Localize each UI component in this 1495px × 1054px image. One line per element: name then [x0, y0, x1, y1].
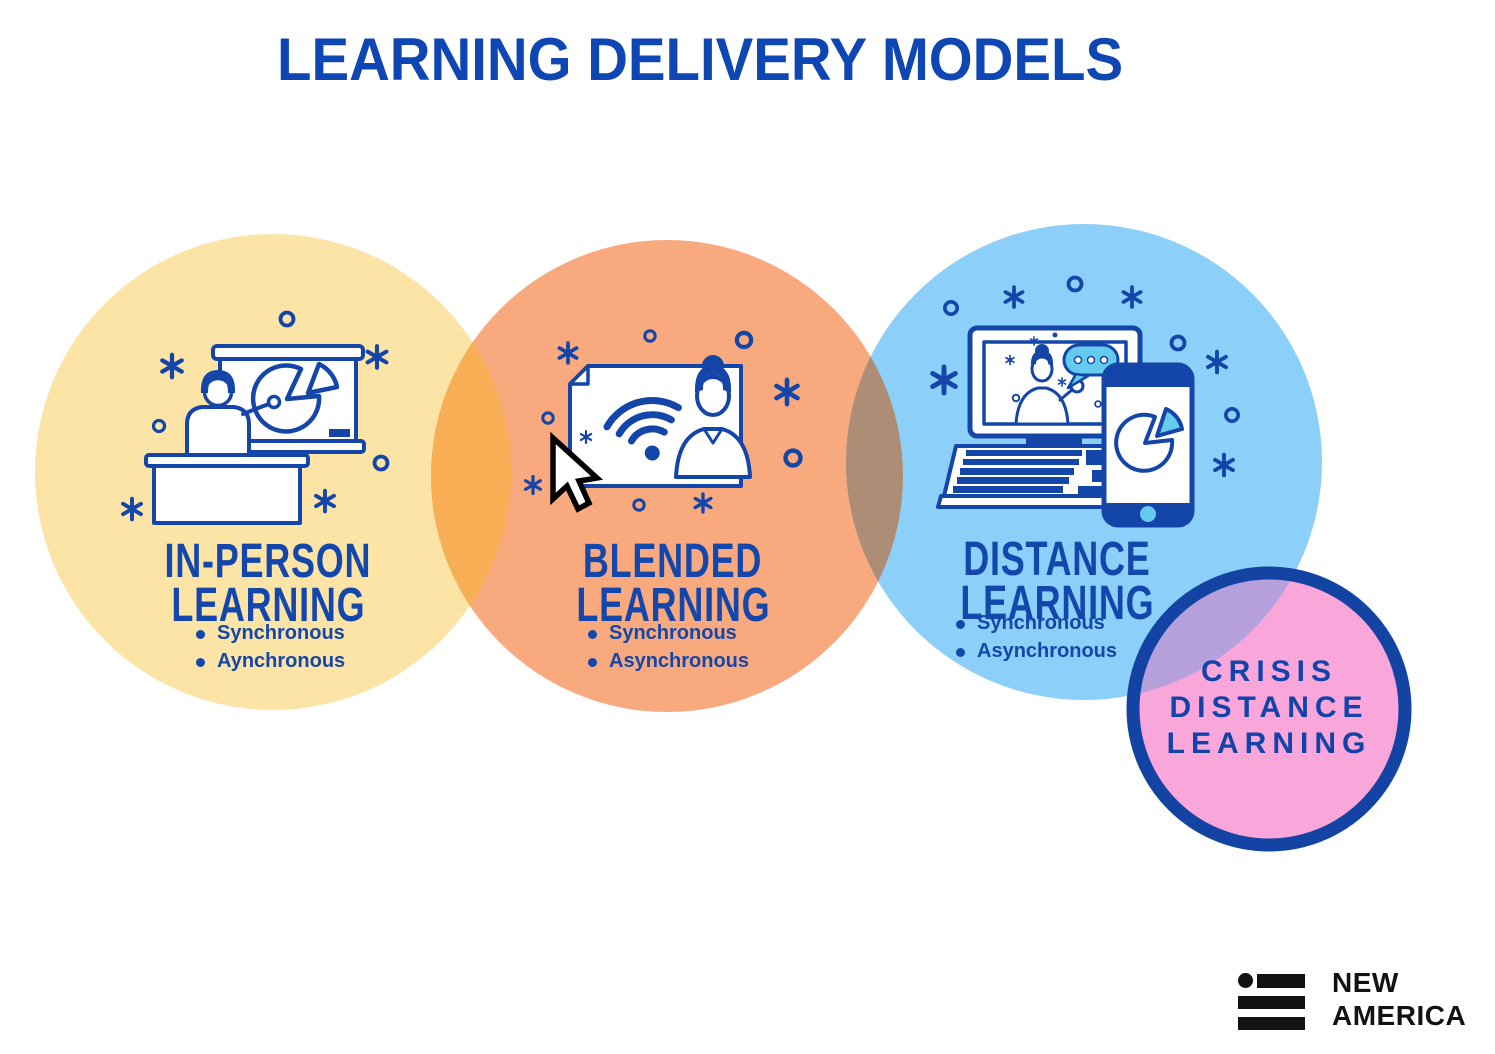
crisis-distance-learning-label: CRISIS DISTANCE LEARNING — [1046, 654, 1486, 762]
crisis-circle-ring — [1126, 566, 1412, 852]
pie-chart-icon — [250, 363, 322, 434]
distance-heading: DISTANCE LEARNING — [807, 533, 1307, 630]
teacher-presentation-board-icon — [144, 344, 366, 525]
teacher-figure — [185, 370, 282, 456]
logo-bar — [1238, 996, 1305, 1009]
logo-text-line2: AMERICA — [1332, 1000, 1467, 1031]
in-person-heading: IN-PERSON LEARNING — [18, 535, 518, 632]
laptop-videocall-phone-icon — [936, 325, 1195, 528]
desk — [144, 453, 310, 525]
in-person-heading-line2: LEARNING — [170, 579, 365, 632]
laptop-keyboard — [936, 444, 1132, 509]
logo-mark — [1238, 973, 1308, 1030]
chat-bubble-icon — [1062, 343, 1120, 390]
woman-figure — [674, 355, 752, 479]
bullet-dot — [956, 648, 965, 657]
logo-bar — [1257, 973, 1305, 988]
crisis-label-line1: CRISIS — [1200, 655, 1338, 688]
page-title: LEARNING DELIVERY MODELS — [276, 26, 1124, 93]
distance-bullets: Synchronous Asynchronous — [956, 612, 1117, 668]
logo-bar — [1238, 1017, 1305, 1030]
wifi-icon — [603, 397, 682, 461]
crisis-distance-learning-circle — [1126, 566, 1412, 852]
distance-heading-line2: LEARNING — [959, 577, 1154, 630]
bullet-dot — [588, 658, 597, 667]
video-call-woman-figure — [1014, 344, 1085, 426]
blended-heading-line2: LEARNING — [575, 579, 770, 632]
crisis-label-line2: DISTANCE — [1169, 691, 1369, 724]
logo-text-line1: NEW — [1332, 967, 1399, 998]
wifi-document-cursor-icon — [550, 355, 752, 513]
bullet-item: Synchronous — [588, 622, 749, 650]
blended-bullets: Synchronous Asynchronous — [588, 622, 749, 678]
distance-heading-line1: DISTANCE — [963, 533, 1151, 586]
smartphone-icon — [1101, 362, 1195, 528]
phone-pie-chart-icon — [1114, 412, 1175, 473]
bullet-item: Asynchronous — [956, 640, 1117, 668]
in-person-bullets: Synchronous Aynchronous — [196, 622, 345, 678]
logo-text: NEW AMERICA — [1332, 966, 1466, 1032]
blended-heading-line1: BLENDED — [583, 535, 763, 588]
logo-dot — [1238, 973, 1253, 988]
crisis-label-line3: LEARNING — [1166, 727, 1372, 760]
bullet-item: Synchronous — [196, 622, 345, 650]
bullet-dot — [196, 658, 205, 667]
in-person-heading-line1: IN-PERSON — [164, 535, 372, 588]
blended-heading: BLENDED LEARNING — [423, 535, 923, 632]
bullet-dot — [956, 620, 965, 629]
bullet-dot — [196, 630, 205, 639]
bullet-dot — [588, 630, 597, 639]
bullet-item: Asynchronous — [588, 650, 749, 678]
bullet-item: Synchronous — [956, 612, 1117, 640]
mouse-cursor-icon — [550, 431, 604, 513]
overlap-distance-crisis — [1133, 573, 1322, 700]
bullet-item: Aynchronous — [196, 650, 345, 678]
